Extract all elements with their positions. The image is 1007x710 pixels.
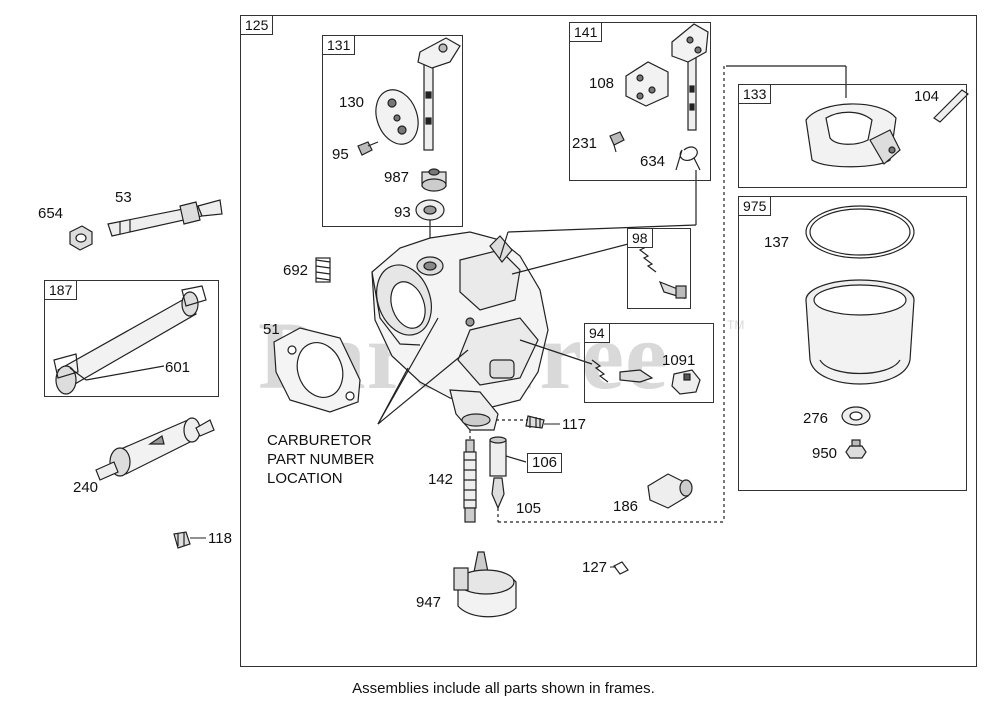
part-95-label: 95 [332,146,349,163]
part-654-label: 654 [38,205,64,222]
part-1091-label: 1091 [662,352,696,369]
clamp-118-drawing [173,531,191,549]
part-987-label: 987 [384,169,410,186]
valve-1091-drawing [671,369,701,395]
part-118-label: 118 [208,530,232,547]
part-950-label: 950 [812,445,838,462]
frame-98 [627,228,691,309]
spring-117-drawing [525,415,545,429]
bowl-drawing [805,279,915,385]
float-133-drawing [805,103,901,168]
carburetor-note-line2: PART NUMBER [267,451,375,468]
needle-105-drawing [491,477,505,510]
part-104-label: 104 [914,88,940,105]
frame-131 [322,35,463,227]
part-186-label: 186 [613,498,639,515]
carburetor-part-number-note: CARBURETOR PART NUMBER LOCATION [267,431,375,488]
tube-142-drawing [463,439,477,523]
filter-240-drawing [95,417,215,481]
part-601-label: 601 [165,359,191,376]
part-137-label: 137 [764,234,790,251]
part-142-label: 142 [428,471,454,488]
frame-label-141: 141 [569,22,603,42]
pin-104-drawing [933,89,969,123]
carburetor-note-line3: LOCATION [267,470,343,487]
part-127-label: 127 [582,559,608,576]
frame-label-187: 187 [44,280,78,300]
hose-601-drawing [53,285,207,395]
screw-950-drawing [845,439,867,459]
frame-141 [569,22,711,181]
needle-94-drawing [619,369,654,383]
clip-127-drawing [613,561,629,575]
frame-label-94: 94 [584,323,610,343]
part-51-label: 51 [263,321,280,338]
part-634-label: 634 [640,153,666,170]
frame-label-106: 106 [527,453,563,473]
frame-label-125: 125 [240,15,274,35]
frame-125 [240,15,977,667]
spring-692-drawing [315,257,331,283]
nut-654-drawing [69,225,93,251]
choke-plate-drawing [625,61,669,107]
frame-975 [738,196,967,491]
frame-187 [44,280,219,397]
frame-label-133: 133 [738,84,772,104]
part-692-label: 692 [283,262,309,279]
part-240-label: 240 [73,479,99,496]
solenoid-947-drawing [453,551,517,618]
part-53-label: 53 [115,189,132,206]
screw-231-drawing [609,131,625,153]
footer-note: Assemblies include all parts shown in fr… [352,680,655,697]
screw-95-drawing [357,141,379,156]
part-117-label: 117 [562,416,586,433]
watermark-tm: TM [727,318,745,332]
jet-106-drawing [489,436,507,477]
part-276-label: 276 [803,410,829,427]
carburetor-note-line1: CARBURETOR [267,432,372,449]
part-130-label: 130 [339,94,365,111]
washer-276-drawing [841,406,871,426]
gasket-51-drawing [273,327,361,413]
fitting-186-drawing [647,473,693,509]
spring-screw-98-drawing [635,241,687,299]
spring-634-drawing [675,146,701,171]
part-947-label: 947 [416,594,442,611]
frame-label-131: 131 [322,35,356,55]
carburetor-body-drawing [371,231,549,431]
seal-987-drawing [421,168,447,192]
part-108-label: 108 [589,75,615,92]
part-231-label: 231 [572,135,598,152]
frame-label-98: 98 [627,228,653,248]
fitting-53-drawing [107,199,223,237]
part-93-label: 93 [394,204,411,221]
spring-94-drawing [591,359,609,383]
choke-shaft-drawing [671,23,709,131]
throttle-shaft-drawing [417,37,461,151]
throttle-plate-drawing [375,89,419,145]
frame-94 [584,323,714,403]
frame-133 [738,84,967,188]
gasket-137-drawing [805,205,915,259]
part-105-label: 105 [516,500,542,517]
seal-93-drawing [415,199,445,221]
frame-label-975: 975 [738,196,772,216]
